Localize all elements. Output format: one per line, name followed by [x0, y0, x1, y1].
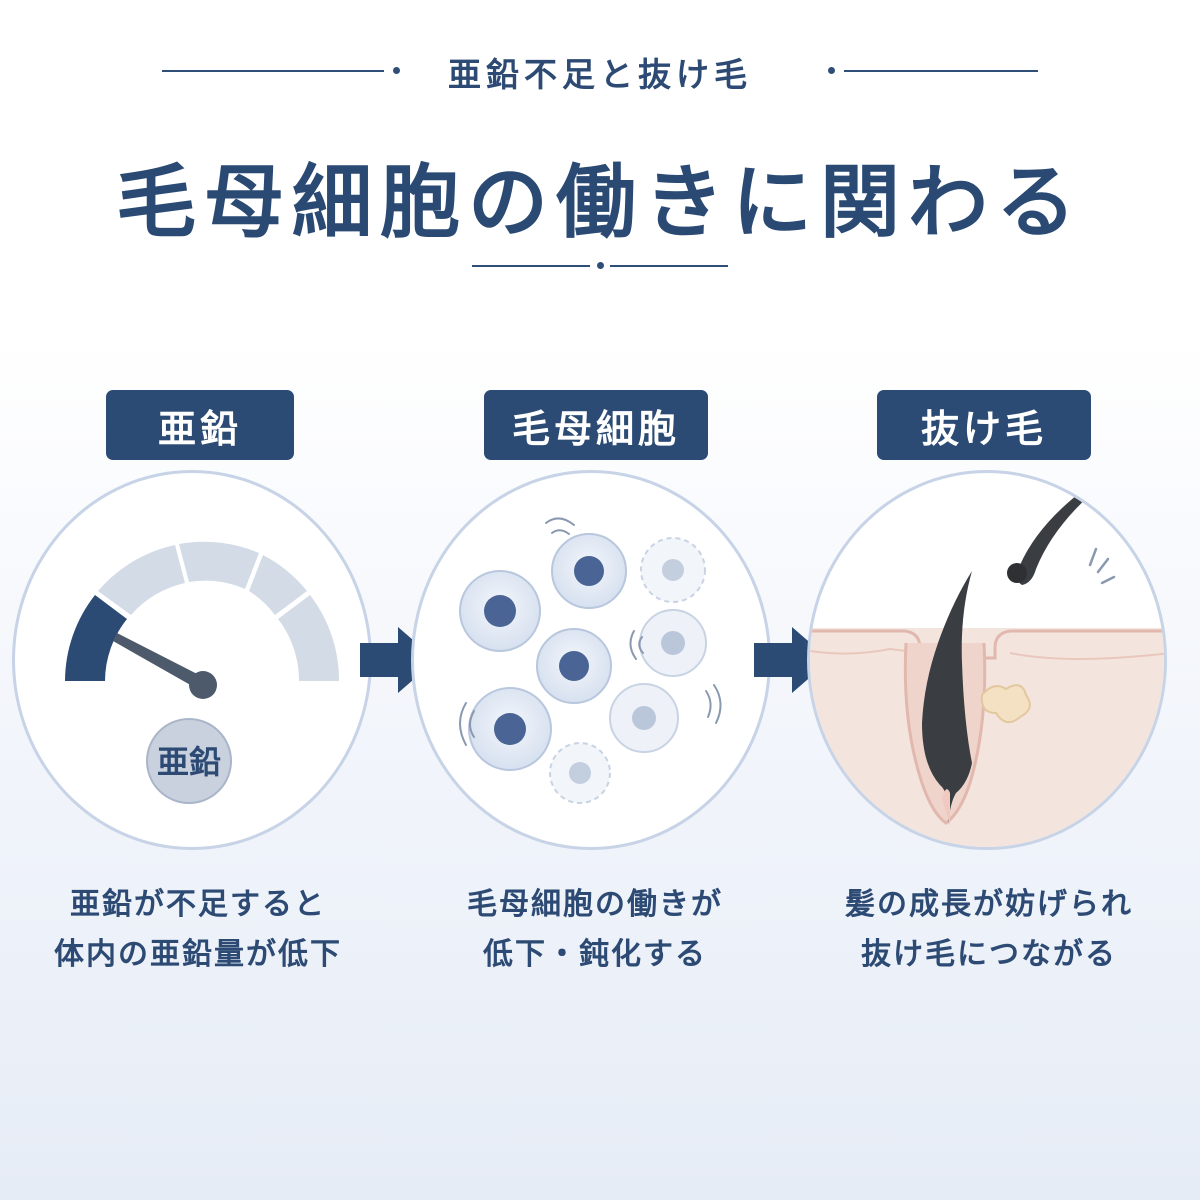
kicker-dot-right [828, 67, 835, 74]
kicker-rule-right [844, 70, 1038, 72]
page-title: 毛母細胞の働きに関わる [116, 156, 1084, 249]
caption-cells-line-1: 毛母細胞の働きが [467, 887, 723, 922]
motion-marks [1088, 547, 1116, 585]
gauge-needle [113, 633, 207, 691]
step-label-zinc: 亜鉛 [106, 390, 294, 460]
sebaceous-gland [980, 684, 1031, 724]
cells-icon [459, 517, 722, 804]
gauge-pivot [189, 671, 217, 699]
caption-hair-loss-line-2: 抜け毛につながる [861, 937, 1117, 972]
zinc-badge [146, 718, 232, 804]
step-label-hair-matrix-cells: 毛母細胞 [484, 390, 708, 460]
hair-matrix-cells-circle [411, 470, 771, 850]
skin-layer [810, 628, 1164, 847]
hair-follicle-icon [810, 473, 1164, 847]
caption-zinc: 亜鉛が不足すると 体内の亜鉛量が低下 [8, 880, 388, 980]
zinc-gauge-circle: 亜鉛 [12, 470, 372, 850]
caption-zinc-line-1: 亜鉛が不足すると [70, 887, 326, 922]
zinc-badge-label: 亜鉛 [157, 743, 221, 781]
kicker-dot-left [393, 67, 400, 74]
active-cells [459, 533, 627, 771]
caption-cells-line-2: 低下・鈍化する [483, 937, 707, 972]
weakened-cells [549, 537, 707, 804]
vibration-marks [459, 517, 722, 746]
title-dot [597, 262, 604, 269]
title-rule-left [472, 265, 590, 267]
kicker-rule-left [162, 70, 384, 72]
header-kicker: 亜鉛不足と抜け毛 [448, 55, 752, 94]
caption-hair-loss: 髪の成長が妨げられ 抜け毛につながる [799, 880, 1179, 980]
caption-hair-matrix-cells: 毛母細胞の働きが 低下・鈍化する [405, 880, 785, 980]
gauge-scale [65, 541, 340, 681]
falling-hair [1007, 473, 1114, 585]
step-label-hair-loss: 抜け毛 [877, 390, 1091, 460]
gauge-icon: 亜鉛 [65, 541, 340, 804]
hair-in-follicle [922, 571, 972, 825]
caption-zinc-line-2: 体内の亜鉛量が低下 [54, 937, 342, 972]
title-rule-right [610, 265, 728, 267]
caption-hair-loss-line-1: 髪の成長が妨げられ [845, 887, 1133, 922]
hair-loss-circle [807, 470, 1167, 850]
